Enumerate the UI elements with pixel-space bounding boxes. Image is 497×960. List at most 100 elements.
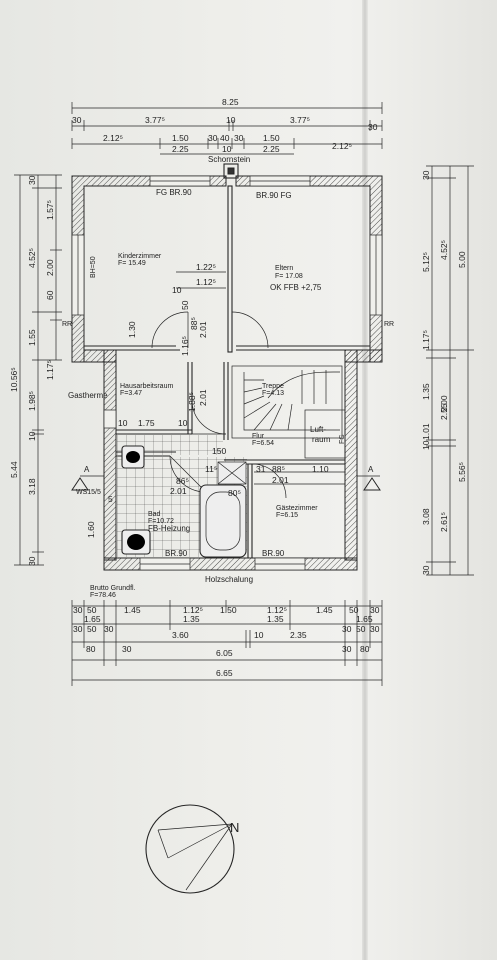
dim-top-overall: 8.25 <box>222 97 239 107</box>
label-flur-area: F=6.54 <box>252 440 274 447</box>
dim-left-r3-1: 1.57⁵ <box>45 200 55 220</box>
label-kinderzimmer-area: F= 15.49 <box>118 260 146 267</box>
label-schornstein: Schornstein <box>208 155 250 164</box>
dim-right-r1-5: 1.01 <box>421 423 431 440</box>
label-br-gast: BR.90 <box>262 549 285 558</box>
label-luftraum-2: raum <box>312 435 331 444</box>
dim-top-r3-3: 30 <box>208 133 218 143</box>
label-eltern-area: F= 17.08 <box>275 273 303 280</box>
label-gaestezimmer: Gästezimmer <box>276 505 318 512</box>
label-gastherme: Gastherme <box>68 391 108 400</box>
dim-int-23: 5 <box>108 494 113 504</box>
dim-right-r1-1: 30 <box>421 170 431 180</box>
dim-left-outer: 10.56⁵ <box>9 367 19 392</box>
dim-top-r2-1: 30 <box>72 115 82 125</box>
dim-bot-r3-8: 50 <box>356 624 366 634</box>
luftraum-area <box>304 409 346 459</box>
dim-right-r1-4: 1.35 <box>421 383 431 400</box>
windows <box>71 175 383 571</box>
bathroom-fixtures <box>121 445 247 558</box>
label-window-left: FG BR.90 <box>156 188 192 197</box>
dim-int-6: 1.16⁵ <box>180 336 190 356</box>
dim-top-r3-2: 1.50 <box>172 133 189 143</box>
dim-top-r2-5: 30 <box>368 122 378 132</box>
dim-top-r3-4: 40 <box>220 133 230 143</box>
dim-bot-r2-4: 1.65 <box>356 614 373 624</box>
dim-bot-r2-2: 1.35 <box>183 614 200 624</box>
dim-bot-r1-4: 1.12⁵ <box>183 605 203 615</box>
label-rr-left: RR <box>62 321 72 328</box>
label-holzschalung: Holzschalung <box>205 575 253 584</box>
dim-int-19: 86⁵ <box>176 476 189 486</box>
dim-left-r3-4: 1.17⁵ <box>45 360 55 380</box>
dim-int-18: 2.01 <box>272 475 289 485</box>
label-ok-ffb: OK FFB +2,75 <box>270 283 322 292</box>
dim-left-r2-6: 5.44 <box>9 461 19 478</box>
dim-bot-r1-7: 1.45 <box>316 605 333 615</box>
dim-right-r2-3: 2.55 <box>439 403 449 420</box>
dim-int-12: 1.75 <box>138 418 155 428</box>
label-eltern: Eltern <box>275 265 293 272</box>
dim-bot-r1-8: 50 <box>349 605 359 615</box>
dim-left-r2-2: 4.52⁵ <box>27 248 37 268</box>
label-window-right: BR.90 FG <box>256 191 292 200</box>
label-fb-heizung: FB-Heizung <box>148 524 190 533</box>
dim-left-r2-9: 30 <box>27 556 37 566</box>
top-dimension-chains: 8.25 30 3.77⁵ 10 3.77⁵ 30 2.12⁵ 1.50 30 … <box>71 97 383 155</box>
dim-bot-r3-6: 2.35 <box>290 630 307 640</box>
dim-bot-r1-5: 1.50 <box>220 605 237 615</box>
dim-left-r2-8: 1.60 <box>86 521 96 538</box>
dim-right-r2-1: 4.52⁵ <box>439 240 449 260</box>
dim-right-r3-2: 5.56⁵ <box>457 462 467 482</box>
dim-left-r2-4: 1.98⁵ <box>27 391 37 411</box>
dim-top-r3-5: 30 <box>234 133 244 143</box>
label-brutto-1: Brutto Grundfl. <box>90 585 136 592</box>
dim-int-11: 10 <box>118 418 128 428</box>
dim-top-r3-1: 2.12⁵ <box>103 133 123 143</box>
dim-int-2: 1.12⁵ <box>196 277 216 287</box>
dim-top-r4-1: 2.25 <box>172 144 189 154</box>
dim-int-3: 10 <box>172 285 182 295</box>
dim-left-r2-3: 1.55 <box>27 329 37 346</box>
dim-int-1: 1.22⁵ <box>196 262 216 272</box>
left-dimension-chains: 10.56⁵ 30 4.52⁵ 1.55 1.98⁵ 10 5.44 3.18 … <box>9 174 96 566</box>
dim-right-r2-2: 2.00 <box>439 395 449 412</box>
dim-int-21: 11⁵ <box>205 464 217 474</box>
dim-bot-r3-2: 50 <box>87 624 97 634</box>
dim-bot-r4-5: 80 <box>360 644 370 654</box>
section-mark-left <box>71 475 104 491</box>
dim-bot-r2-3: 1.35 <box>267 614 284 624</box>
section-mark-right <box>357 475 381 491</box>
label-section-a-left: A <box>84 465 90 474</box>
label-brutto-2: F=78.46 <box>90 592 116 599</box>
dim-bot-r1-9: 30 <box>370 605 380 615</box>
dim-right-r1-2: 5.12⁵ <box>421 252 431 272</box>
dim-left-r2-7: 3.18 <box>27 478 37 495</box>
label-section-a-right: A <box>368 465 374 474</box>
interior-dimensions: 1.22⁵ 1.12⁵ 10 1.30 50 1.16⁵ 88⁵ 2.01 1.… <box>108 262 345 504</box>
paper-fold <box>362 0 368 960</box>
dim-right-r1-8: 30 <box>421 565 431 575</box>
dim-int-16: 88⁵ <box>272 464 285 474</box>
dim-int-17: 1.10 <box>312 464 329 474</box>
dim-top-r4-3: 2.25 <box>263 144 280 154</box>
dim-bot-r3-4: 3.60 <box>172 630 189 640</box>
dim-int-8: 2.01 <box>198 321 208 338</box>
dim-int-15: 31 <box>256 464 266 474</box>
dim-int-9: 1.88⁵ <box>187 392 197 412</box>
label-rr-right: RR <box>384 321 394 328</box>
dim-int-4: 1.30 <box>127 321 137 338</box>
dim-left-r3-3: 60 <box>45 290 55 300</box>
label-gaestezimmer-area: F=6.15 <box>276 512 298 519</box>
dim-bot-r4-4: 30 <box>342 644 352 654</box>
dim-bot-r3-5: 10 <box>254 630 264 640</box>
dim-bot-r3-9: 30 <box>370 624 380 634</box>
dim-int-22: 80⁵ <box>228 488 241 498</box>
dim-bot-r3-3: 30 <box>104 624 114 634</box>
dim-right-r1-7: 3.08 <box>421 508 431 525</box>
label-ws: WS15/5 <box>76 489 101 496</box>
dim-top-r2-2: 3.77⁵ <box>145 115 165 125</box>
dim-top-r4-2: 10 <box>222 144 232 154</box>
dim-top-r2-3: 10 <box>226 115 236 125</box>
bottom-dimension-chains: 30 50 1.45 1.12⁵ 1.50 1.12⁵ 1.45 50 30 1… <box>71 600 383 686</box>
